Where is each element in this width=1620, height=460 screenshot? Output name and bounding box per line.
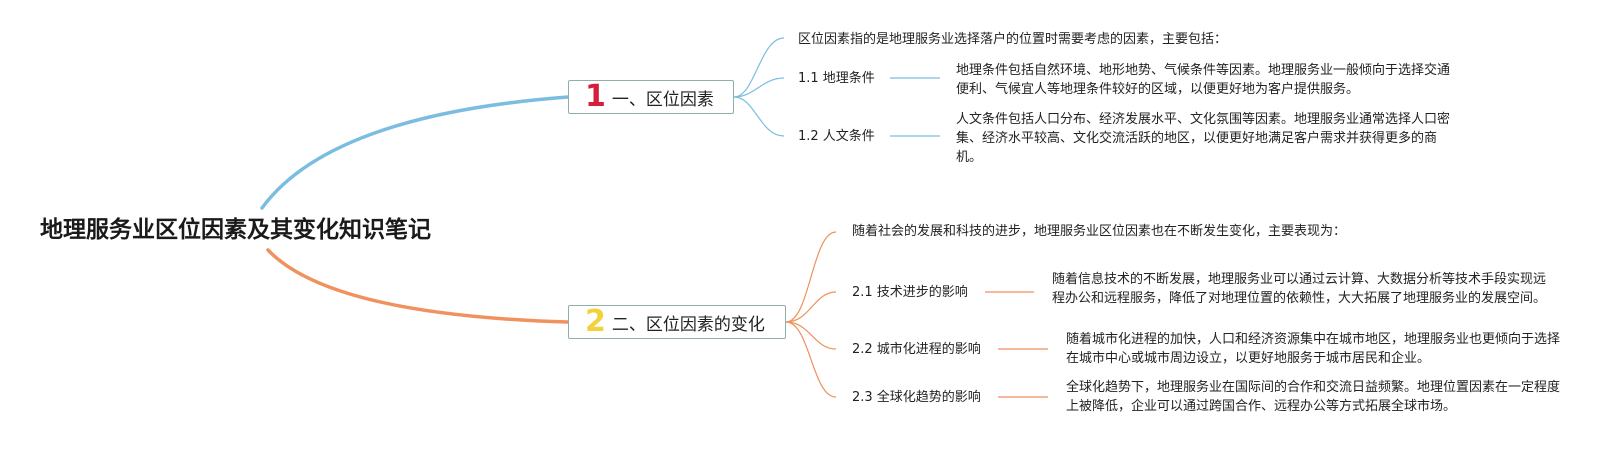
root-to-branch2-line [266,248,570,324]
detail-urbanization[interactable]: 随着城市化进程的加快，人口和经济资源集中在城市地区，地理服务业也更倾向于选择在城… [1066,332,1561,366]
root-title[interactable]: 地理服务业区位因素及其变化知识笔记 [40,217,431,243]
detail-geographic-conditions[interactable]: 地理条件包括自然环境、地形地势、气候条件等因素。地理服务业一般倾向于选择交通便利… [956,63,1451,97]
branch2-intro[interactable]: 随着社会的发展和科技的进步，地理服务业区位因素也在不断发生变化，主要表现为： [852,224,1347,239]
detail-globalization[interactable]: 全球化趋势下，地理服务业在国际间的合作和交流日益频繁。地理位置因素在一定程度上被… [1066,380,1561,414]
detail-technology-progress[interactable]: 随着信息技术的不断发展，地理服务业可以通过云计算、大数据分析等技术手段实现远程办… [1052,272,1547,306]
branch2-to-sub3-line [785,321,837,398]
number-two-badge: 2 [585,304,606,339]
sub-urbanization[interactable]: 2.2 城市化进程的影响 [852,342,981,357]
branch-factor-changes[interactable]: 2 二、区位因素的变化 [568,305,786,339]
root-to-branch1-line [260,95,570,210]
number-one-badge: 1 [585,79,606,114]
branch-location-factors[interactable]: 1 一、区位因素 [568,80,734,114]
branch2-to-sub1-line [785,291,837,323]
branch1-to-sub1-line [733,77,785,98]
branch1-intro[interactable]: 区位因素指的是地理服务业选择落户的位置时需要考虑的因素，主要包括： [798,32,1228,47]
branch1-to-sub2-line [733,96,785,137]
branch2-to-intro-line [785,231,837,323]
branch-label: 一、区位因素 [611,89,714,110]
branch2-to-sub2-line [785,321,837,350]
detail-human-conditions[interactable]: 人文条件包括人口分布、经济发展水平、文化氛围等因素。地理服务业通常选择人口密集、… [956,112,1451,165]
branch1-to-intro-line [733,37,785,98]
sub-human-conditions[interactable]: 1.2 人文条件 [798,129,875,144]
branch-label: 二、区位因素的变化 [611,314,765,335]
sub-technology-progress[interactable]: 2.1 技术进步的影响 [852,285,968,300]
sub-globalization[interactable]: 2.3 全球化趋势的影响 [852,390,981,405]
sub-geographic-conditions[interactable]: 1.1 地理条件 [798,71,875,86]
